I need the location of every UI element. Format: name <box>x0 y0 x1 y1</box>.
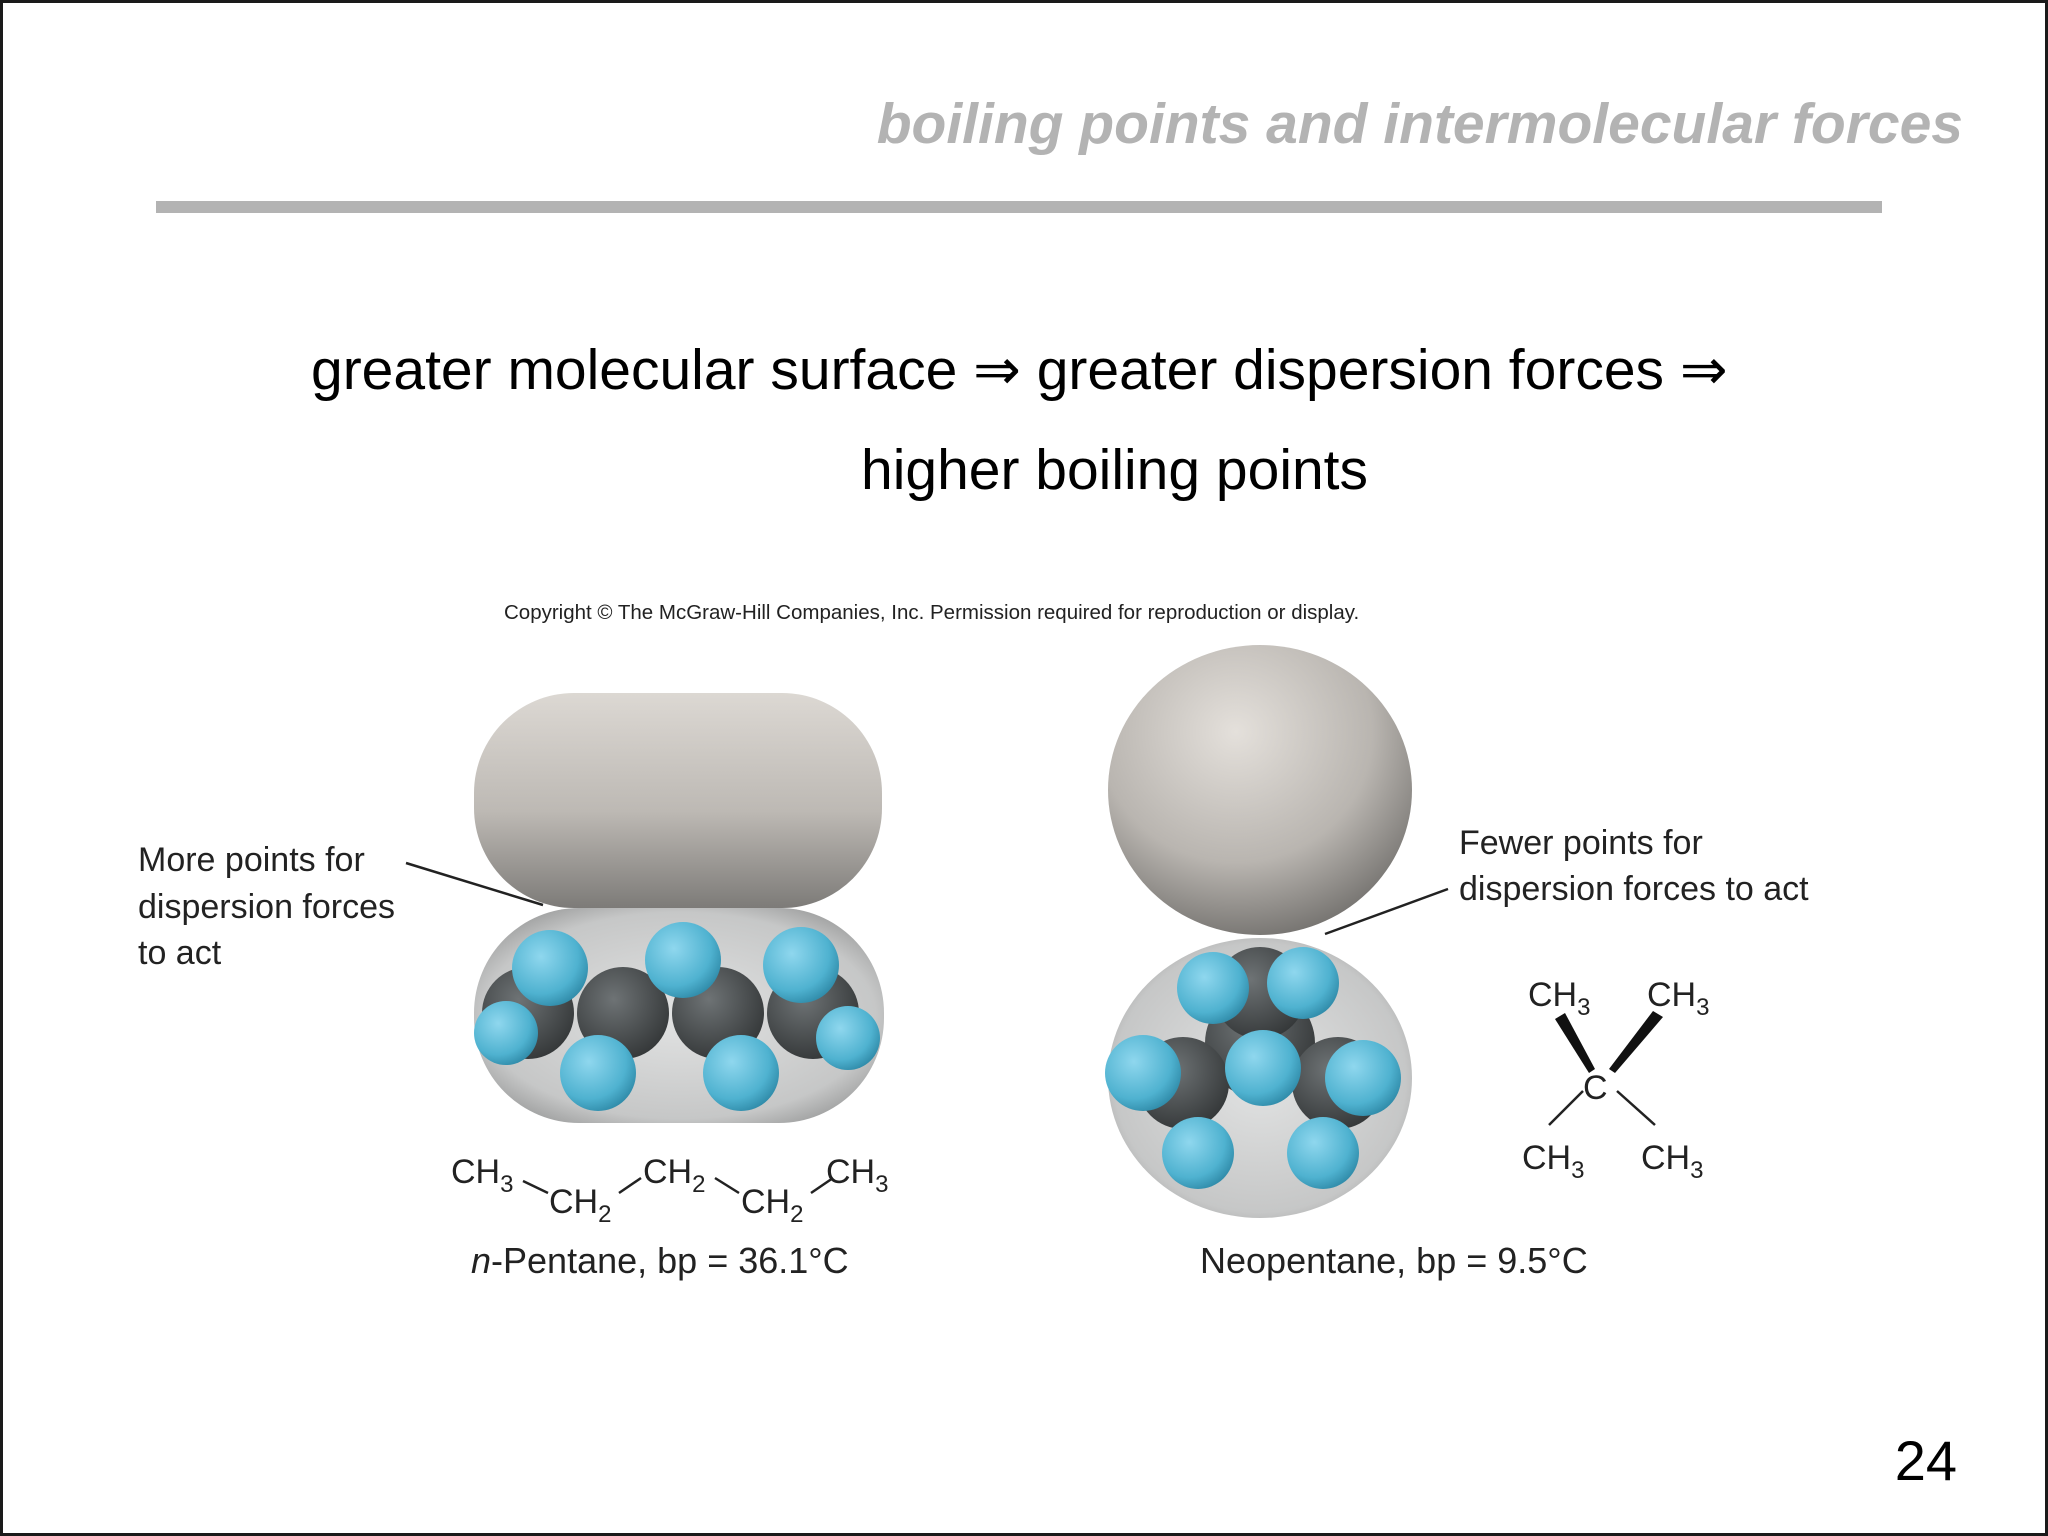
statement-line-1: greater molecular surface ⇒ greater disp… <box>311 338 1728 402</box>
neopentane-ch3-bottom-left: CH3 <box>1522 1139 1584 1184</box>
left-callout-line-2: dispersion forces <box>138 888 395 926</box>
right-callout-line-2: dispersion forces to act <box>1459 870 1809 908</box>
pentane-caption: n-Pentane, bp = 36.1°C <box>471 1240 849 1281</box>
right-callout-line-1: Fewer points for <box>1459 824 1703 862</box>
neopentane-surface-model <box>1108 645 1412 935</box>
left-callout-leader <box>405 861 544 907</box>
right-callout-leader <box>1324 887 1449 936</box>
pentane-space-filling-model <box>474 908 884 1123</box>
neopentane-caption: Neopentane, bp = 9.5°C <box>1200 1240 1588 1281</box>
pentane-ch2-3: CH2 <box>741 1183 803 1228</box>
neopentane-center-carbon: C <box>1583 1069 1608 1107</box>
left-callout-line-1: More points for <box>138 841 365 879</box>
pentane-figure: Copyright © The McGraw-Hill Companies, I… <box>138 601 1809 1281</box>
left-callout: More points for dispersion forces to act <box>138 841 395 972</box>
pentane-ch2-2: CH2 <box>643 1153 705 1198</box>
neopentane-structural-formula: CH3 CH3 C CH3 CH3 <box>1522 976 1709 1184</box>
neopentane-ch3-top-right: CH3 <box>1647 976 1709 1021</box>
slide-title: boiling points and intermolecular forces <box>876 92 1963 156</box>
pentane-structural-formula: CH3 CH2 CH2 CH2 CH3 <box>451 1153 888 1228</box>
neopentane-space-filling-model <box>1105 938 1412 1218</box>
title-rule <box>156 201 1882 213</box>
left-callout-line-3: to act <box>138 934 222 972</box>
pentane-ch3-left: CH3 <box>451 1153 513 1198</box>
pentane-ch2-1: CH2 <box>549 1183 611 1228</box>
pentane-surface-model <box>474 693 882 908</box>
statement-line-2: higher boiling points <box>861 438 1369 502</box>
pentane-ch3-right: CH3 <box>826 1153 888 1198</box>
right-callout: Fewer points for dispersion forces to ac… <box>1459 824 1809 908</box>
page-number: 24 <box>1894 1429 1957 1492</box>
copyright-notice: Copyright © The McGraw-Hill Companies, I… <box>504 601 1359 624</box>
neopentane-ch3-bottom-right: CH3 <box>1641 1139 1703 1184</box>
neopentane-ch3-top-left: CH3 <box>1528 976 1590 1021</box>
